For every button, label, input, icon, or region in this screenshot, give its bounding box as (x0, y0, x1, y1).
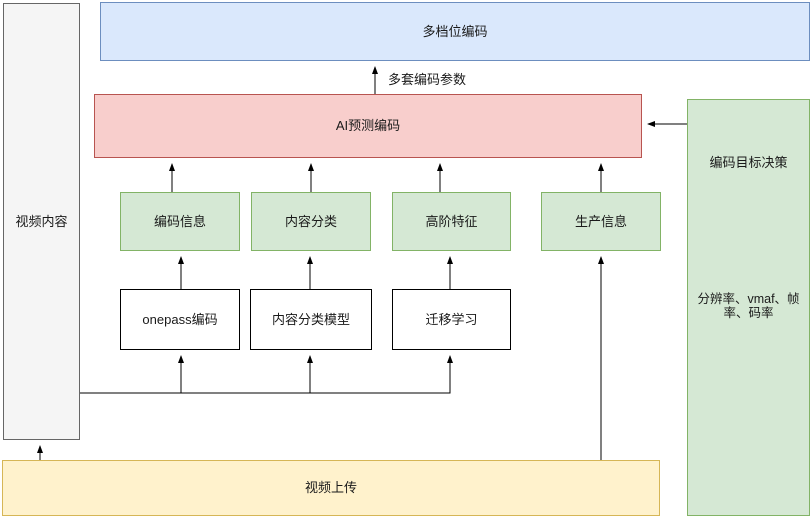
node-content-classification: 内容分类 (251, 192, 371, 251)
node-encoding-target-decision-sublabel: 分辨率、vmaf、帧率、码率 (697, 292, 800, 321)
node-encoding-info-label: 编码信息 (153, 213, 206, 229)
node-onepass-encoding-label: onepass编码 (142, 311, 218, 327)
edge-label-encoding-params: 多套编码参数 (388, 72, 467, 87)
node-ai-predictive-encoding-label: AI预测编码 (335, 118, 401, 134)
node-onepass-encoding: onepass编码 (120, 289, 240, 350)
node-content-classification-model-label: 内容分类模型 (271, 311, 350, 327)
node-high-order-features-label: 高阶特征 (425, 213, 478, 229)
node-content-classification-model: 内容分类模型 (250, 289, 372, 350)
node-encoding-target-decision: 编码目标决策 分辨率、vmaf、帧率、码率 (687, 99, 810, 516)
node-transfer-learning: 迁移学习 (392, 289, 511, 350)
node-production-info-label: 生产信息 (574, 213, 627, 229)
node-encoding-target-decision-label: 编码目标决策 (709, 155, 788, 170)
node-multi-tier-encoding: 多档位编码 (100, 2, 810, 61)
node-video-upload: 视频上传 (2, 460, 660, 516)
node-content-classification-label: 内容分类 (284, 213, 337, 229)
node-high-order-features: 高阶特征 (392, 192, 511, 251)
node-ai-predictive-encoding: AI预测编码 (94, 94, 642, 158)
node-production-info: 生产信息 (541, 192, 661, 251)
node-encoding-info: 编码信息 (120, 192, 240, 251)
node-transfer-learning-label: 迁移学习 (425, 311, 478, 327)
node-multi-tier-encoding-label: 多档位编码 (422, 23, 488, 39)
node-video-content-label: 视频内容 (15, 213, 68, 229)
node-video-upload-label: 视频上传 (304, 480, 357, 496)
node-video-content: 视频内容 (3, 3, 80, 440)
